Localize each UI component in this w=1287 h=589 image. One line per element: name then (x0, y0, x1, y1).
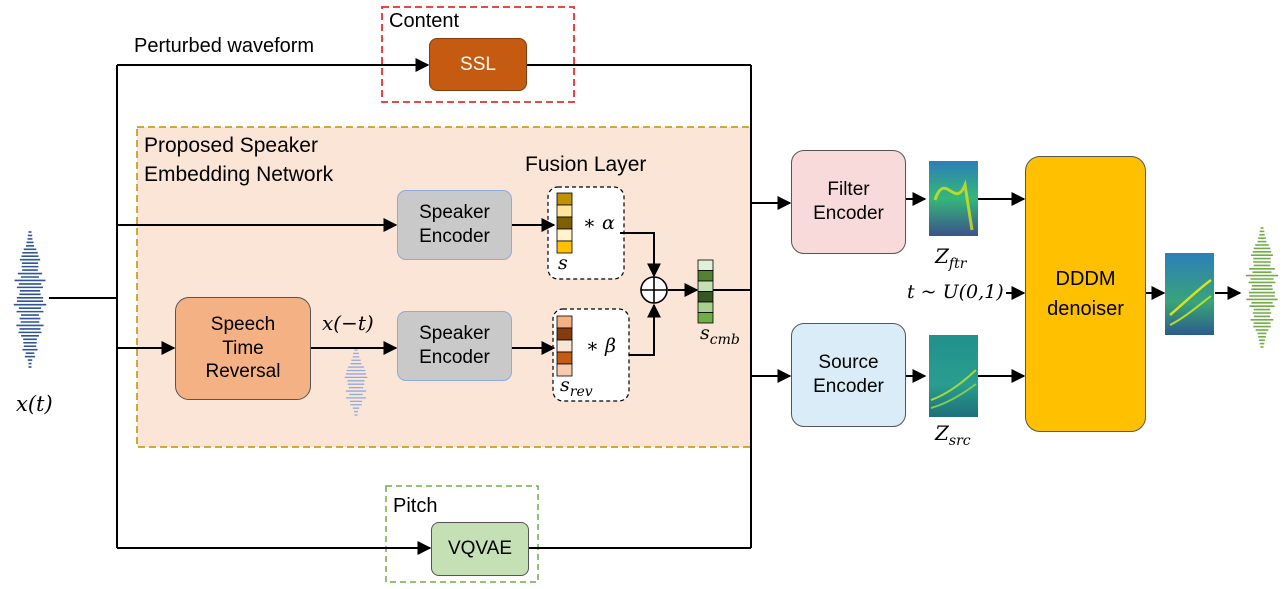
output-waveform (1245, 227, 1279, 348)
filter-encoder-block: Filter Encoder (791, 150, 906, 254)
vector-s-cell (556, 192, 573, 206)
vector-scmb-cell (697, 270, 714, 282)
vector-scmb-cell (697, 291, 714, 303)
vector-s-cell (556, 240, 573, 254)
source-encoder-block: Source Encoder (791, 323, 906, 427)
vector-srev-cell (556, 363, 573, 377)
content-label: Content (389, 10, 460, 32)
s-rev-label: srev (560, 374, 593, 400)
connectors (49, 58, 1242, 555)
alpha-weight-label: ∗ α (583, 212, 615, 234)
vector-scmb-cell (697, 312, 714, 324)
vector-scmb-cell (697, 280, 714, 292)
filter-spectrogram (929, 161, 978, 236)
reversed-signal-label: x(−t) (322, 311, 374, 335)
z-ftr-label: Zftr (935, 244, 967, 272)
embedding-vector-scmb (697, 259, 714, 324)
vector-srev-cell (556, 327, 573, 341)
source-spectrogram (929, 335, 978, 417)
vector-s-cell (556, 216, 573, 230)
pitch-label: Pitch (393, 495, 438, 517)
speaker-encoder-2: Speaker Encoder (397, 311, 512, 381)
beta-weight-label: ∗ β (586, 335, 616, 357)
vector-scmb-cell (697, 259, 714, 271)
ssl-block: SSL (429, 38, 527, 91)
input-signal-label: x(t) (16, 392, 53, 416)
sum-junction (640, 276, 668, 304)
speaker-encoder-1: Speaker Encoder (397, 190, 512, 260)
vector-srev-cell (556, 339, 573, 353)
perturbed-waveform-label: Perturbed waveform (134, 35, 315, 57)
timestep-distribution-label: t ~ U(0,1) (907, 281, 1004, 303)
fusion-layer-label: Fusion Layer (525, 153, 647, 176)
z-src-label: Zsrc (935, 421, 971, 449)
dddm-denoiser-block: DDDM denoiser (1025, 156, 1146, 432)
vqvae-block: VQVAE (431, 522, 529, 576)
vector-scmb-cell (697, 301, 714, 313)
vector-srev-cell (556, 315, 573, 329)
vector-srev-cell (556, 351, 573, 365)
pitch-frame (385, 485, 539, 583)
s-label: s (558, 252, 568, 274)
reversed-waveform (344, 349, 368, 416)
vector-s-cell (556, 228, 573, 242)
vector-s-cell (556, 204, 573, 218)
embedding-vector-s (556, 192, 573, 254)
input-waveform (13, 231, 47, 368)
embedding-vector-srev (556, 315, 573, 377)
speech-time-reversal-block: Speech Time Reversal (175, 297, 311, 400)
output-spectrogram (1165, 253, 1214, 335)
s-cmb-label: scmb (700, 322, 740, 348)
proposed-network-title: Proposed Speaker Embedding Network (144, 134, 334, 186)
